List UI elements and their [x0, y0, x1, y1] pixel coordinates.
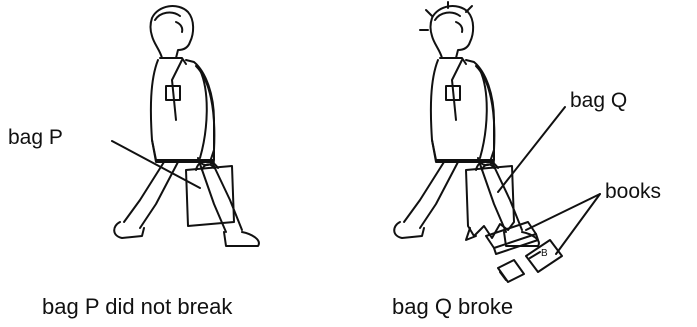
label-bag-q: bag Q: [570, 89, 627, 113]
falling-books: [486, 222, 562, 282]
books-pointer-1: [526, 194, 600, 230]
bag-q-pointer: [498, 107, 565, 192]
caption-right: bag Q broke: [392, 294, 513, 320]
label-books: books: [605, 180, 661, 204]
caption-left: bag P did not break: [42, 294, 232, 320]
book-letter: B: [541, 248, 548, 259]
books-pointer-2: [556, 194, 600, 254]
label-bag-p: bag P: [8, 126, 63, 150]
bag-p-pointer: [112, 141, 200, 188]
